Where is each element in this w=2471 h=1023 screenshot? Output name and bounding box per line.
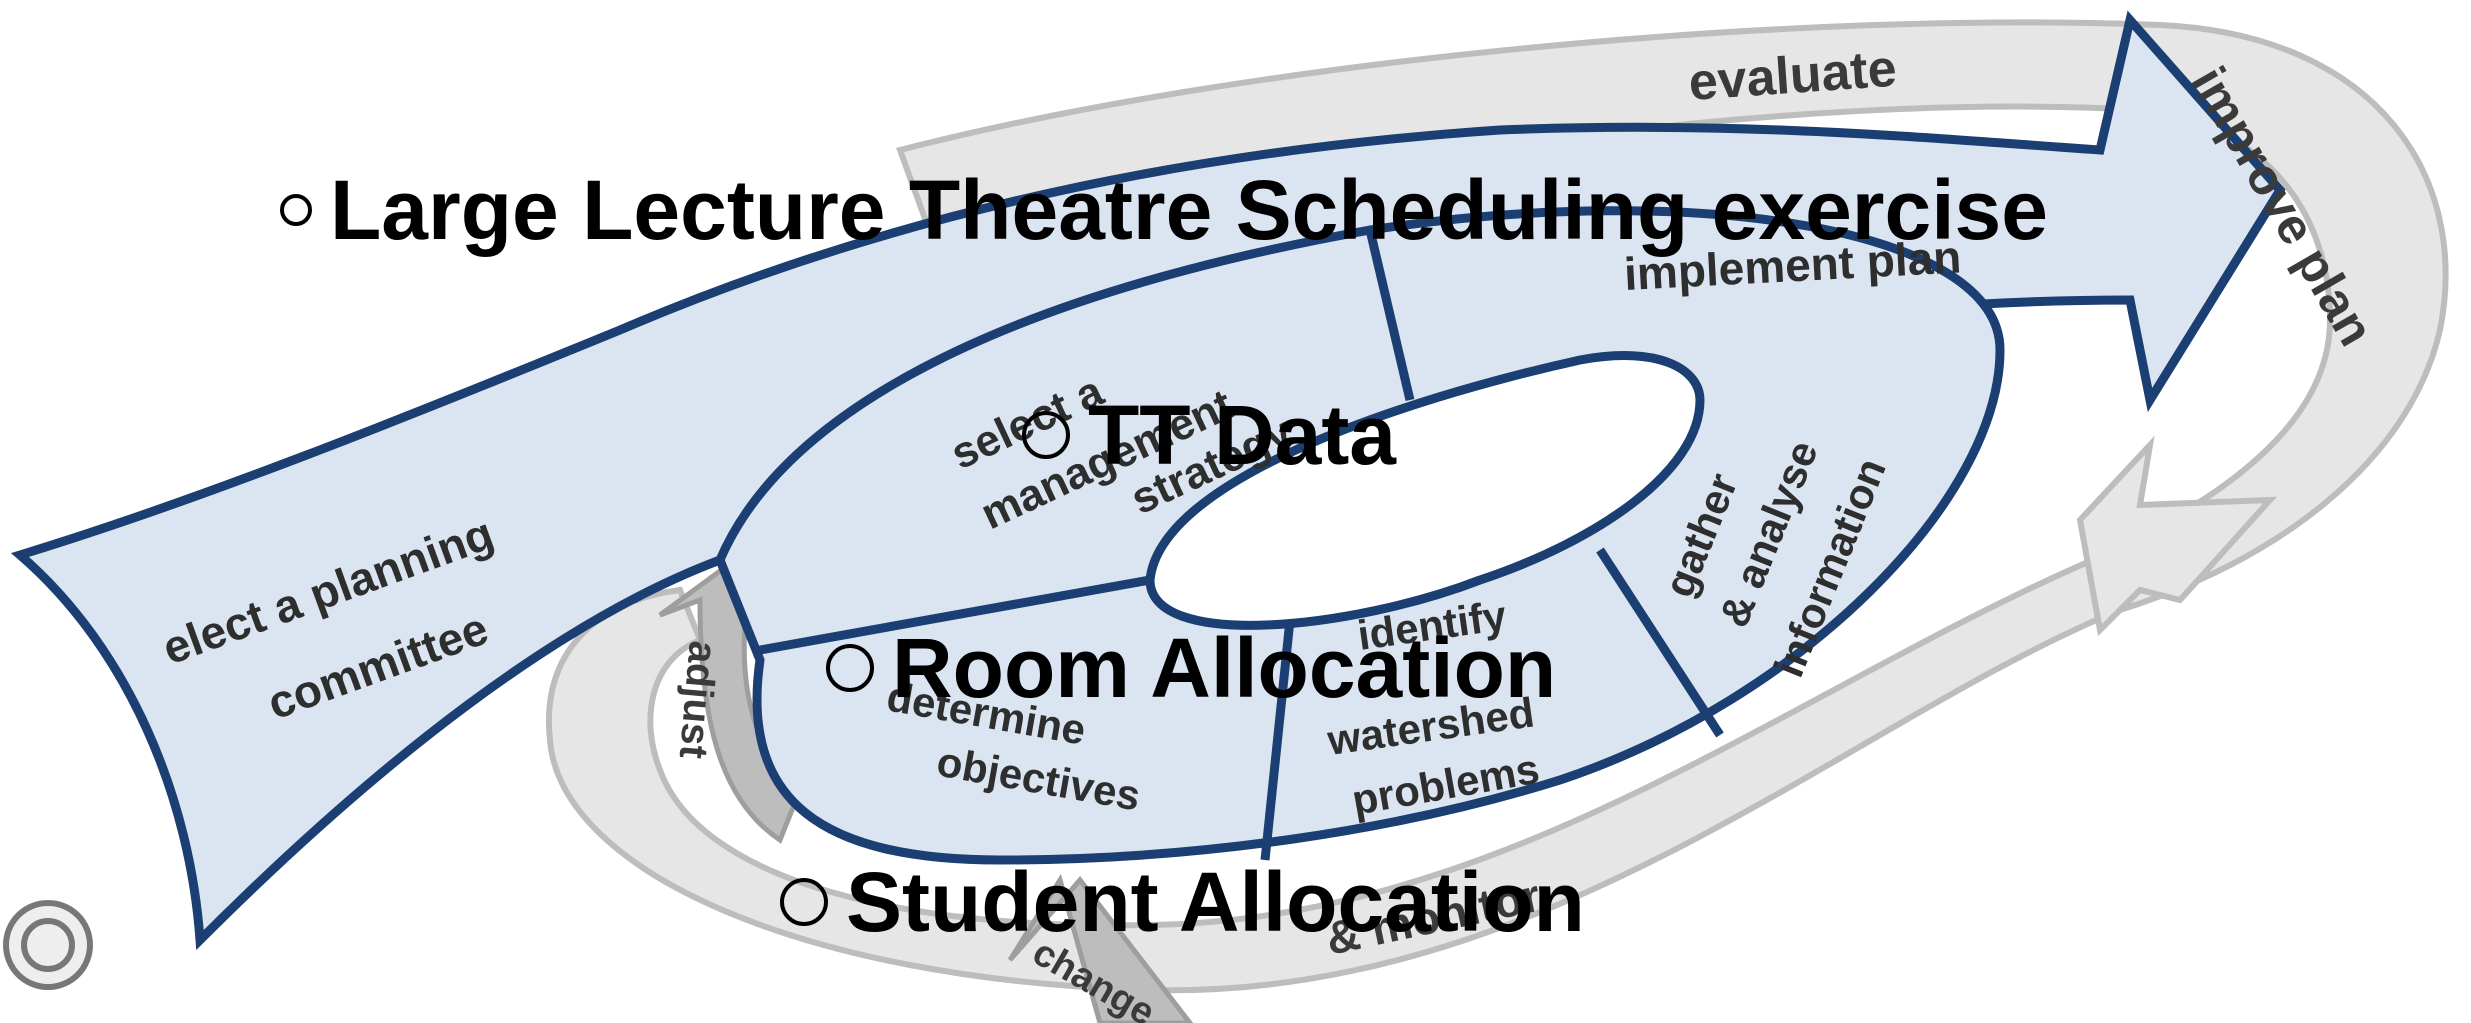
divider-1 [1365, 228, 1415, 402]
bullet-circle-icon [1022, 411, 1070, 459]
divider-2 [1596, 547, 1724, 738]
bullet-circle-icon [780, 878, 828, 926]
bullet-item-student-allocation: Student Allocation [780, 852, 1585, 952]
bullet-text: Room Allocation [892, 620, 1557, 715]
bullet-text: TT Data [1088, 387, 1397, 482]
bullet-text: Large Lecture Theatre Scheduling exercis… [330, 162, 2048, 257]
bullet-circle-icon [826, 644, 874, 692]
center-hole [1145, 351, 1705, 630]
divider-4 [759, 575, 1151, 655]
bullet-item-tt-data: TT Data [1022, 385, 1396, 485]
label-evaluate: evaluate [1687, 40, 1899, 112]
bullet-item-room-allocation: Room Allocation [826, 618, 1556, 718]
label-adjust: adjust [671, 639, 725, 760]
return-arrowhead [2076, 435, 2277, 637]
bullet-item-large-lecture: Large Lecture Theatre Scheduling exercis… [280, 160, 2048, 260]
copyright-logo [3, 900, 93, 990]
bullet-circle-icon [280, 194, 312, 226]
copyright-logo-inner [21, 918, 75, 972]
bullet-text: Student Allocation [846, 854, 1585, 949]
change-arrow [1007, 873, 1194, 1023]
divider-3 [1260, 619, 1295, 861]
